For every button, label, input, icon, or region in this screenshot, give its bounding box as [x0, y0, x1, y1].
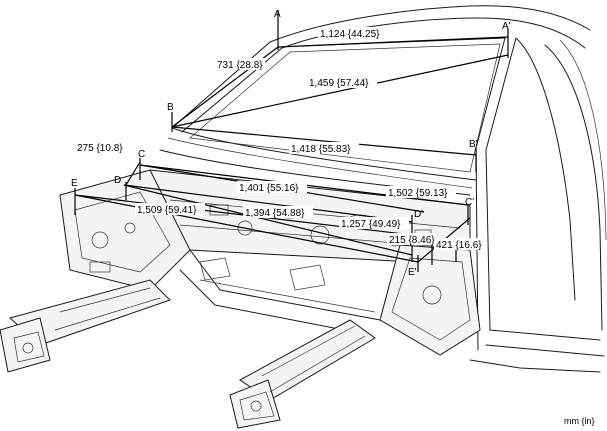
- dim-line-e-e-prime: [74, 194, 419, 263]
- dim-line-d-e-prime: [123, 184, 413, 256]
- point-d-prime-label: D': [414, 209, 423, 220]
- point-d-label: D: [114, 175, 121, 186]
- dim-line-a-a-prime: [277, 36, 509, 48]
- dim-label-c-prime-e-prime: 421 {16.6}: [436, 240, 482, 251]
- dim-label-c-d-prime: 1,401 {55.16}: [239, 183, 299, 194]
- point-b-prime-label: B': [469, 139, 478, 150]
- dim-label-e-d-prime: 1,509 {59.41}: [137, 205, 197, 216]
- point-c-label: C: [138, 149, 145, 160]
- point-a-prime-label: A': [502, 21, 511, 32]
- dim-label-e-e-prime: 215 {8.46}: [389, 235, 435, 246]
- dim-line-b-a-prime: [171, 54, 509, 128]
- dimension-labels: 1,124 {44.25} 731 {28.8} 1,459 {57.44} 1…: [77, 27, 484, 251]
- dim-label-c-d: 275 {10.8}: [77, 143, 123, 154]
- point-e-label: E: [71, 178, 78, 189]
- dim-label-a-b: 731 {28.8}: [217, 60, 263, 71]
- dim-label-d-d-prime: 1,394 {54.88}: [245, 208, 305, 219]
- point-e-prime-label: E': [408, 267, 417, 278]
- dim-label-c-c-prime: 1,502 {59.13}: [388, 188, 448, 199]
- unit-note: mm {in}: [564, 416, 595, 426]
- point-a-label: A: [274, 9, 281, 20]
- dim-line-c-d: [125, 161, 141, 186]
- dim-line-b-b-prime: [171, 126, 477, 156]
- dim-line-d-d-prime: [123, 184, 413, 223]
- dim-label-b-b-prime: 1,418 {55.83}: [291, 144, 351, 155]
- dimension-lines: [74, 10, 509, 272]
- point-c-prime-label: C': [465, 197, 474, 208]
- dim-label-b-a-prime: 1,459 {57.44}: [309, 78, 369, 89]
- point-b-label: B: [167, 102, 174, 113]
- dim-label-d-e-prime: 1,257 {49.49}: [341, 219, 401, 230]
- dim-label-a-a-prime: 1,124 {44.25}: [320, 29, 380, 40]
- point-labels: A A' B B' C C' D D' E E': [71, 9, 511, 278]
